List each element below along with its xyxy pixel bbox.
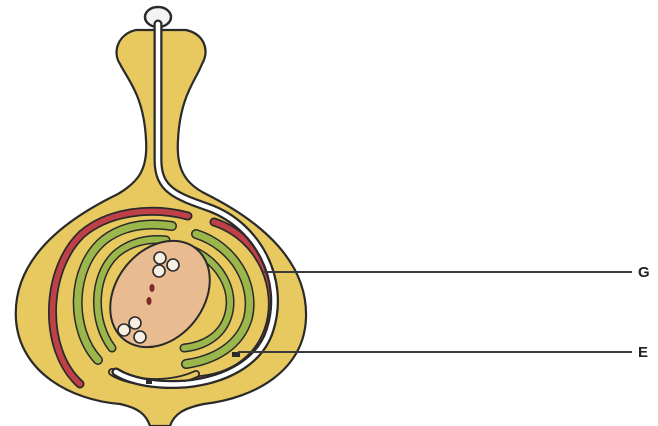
synergid-cell (129, 317, 141, 329)
label-g: G (638, 264, 650, 281)
antipodal-cell (153, 265, 165, 277)
antipodal-cell (167, 259, 179, 271)
polar-nucleus (147, 297, 152, 305)
synergid-cell (134, 331, 146, 343)
antipodal-cell (154, 252, 166, 264)
label-e: E (638, 344, 648, 361)
micropyle-mark (146, 380, 152, 384)
egg-cell (118, 324, 130, 336)
polar-nucleus (150, 284, 155, 292)
